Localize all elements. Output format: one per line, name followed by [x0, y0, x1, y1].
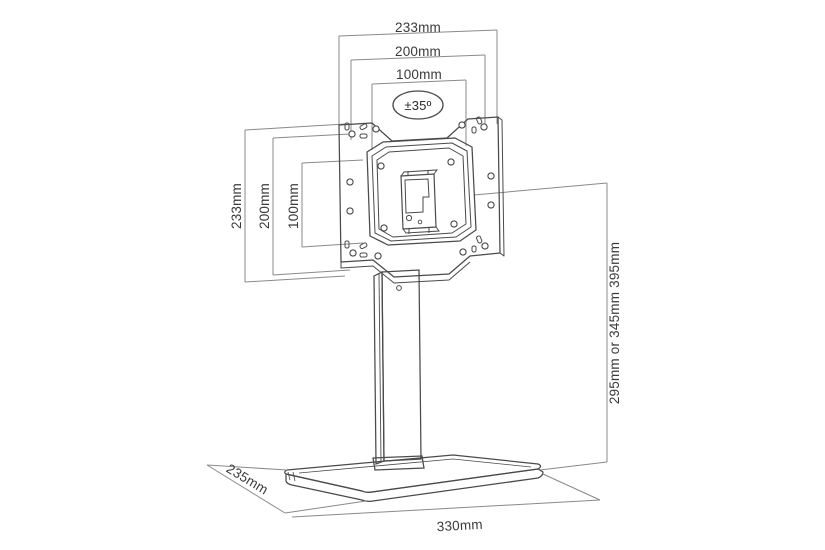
- dimension-label-right-height: 295mm or 345mm 395mm: [607, 242, 622, 404]
- vesa-plate-bottom-edge: [340, 261, 471, 284]
- ext-line-235-upper: [206, 464, 288, 471]
- vesa-hole-bottom-left-notch: [374, 252, 382, 260]
- vesa-corner-slots: [344, 116, 483, 258]
- vesa-inner-frame-mid: [371, 142, 472, 242]
- dimension-label-left-200: 200mm: [257, 183, 272, 229]
- ext-line-left-233-top: [244, 123, 346, 131]
- vesa-inner-frame-inner: [376, 147, 467, 238]
- vesa-hole-top-left-notch: [372, 125, 380, 133]
- tilt-badge-ellipse: [392, 90, 444, 120]
- dimension-label-left-233: 233mm: [229, 183, 244, 229]
- dimension-label-left-100: 100mm: [286, 183, 301, 229]
- vesa-hole-left-mid-lower: [346, 207, 354, 215]
- slot-tl-b: [359, 123, 368, 131]
- vesa-plate-right-edge: [497, 116, 505, 257]
- bottom-dimension-group: [206, 464, 601, 518]
- ext-line-right-top: [473, 182, 608, 196]
- slot-tr-b: [471, 126, 477, 134]
- vesa-hole-bl-100: [380, 224, 388, 232]
- right-dimension-group: [473, 182, 608, 471]
- slot-bl-b: [359, 242, 368, 250]
- ext-line-left-100-bottom: [301, 242, 364, 248]
- vesa-holes-100: [377, 158, 458, 232]
- base-top-bevel: [298, 458, 532, 474]
- vesa-hole-left-mid-upper: [346, 178, 354, 186]
- column-screw-hole: [396, 285, 402, 291]
- tilt-badge: ±35º: [392, 90, 444, 120]
- ext-line-left-200-bottom: [272, 269, 351, 276]
- support-column: [372, 269, 425, 471]
- vesa-hole-right-mid-upper: [487, 172, 495, 180]
- tilt-mechanism: [400, 169, 440, 234]
- base-front-thickness: [285, 468, 544, 502]
- ext-line-right-bottom: [539, 461, 608, 471]
- top-dimension-group: [338, 29, 498, 150]
- base-left-edge-detail: [287, 471, 296, 482]
- tilt-small-hole: [417, 219, 423, 225]
- vesa-hole-br-100: [450, 220, 458, 228]
- vesa-hole-tr-200: [480, 123, 488, 131]
- dimension-label-top-233: 233mm: [395, 20, 441, 35]
- dim-line-235-depth: [206, 464, 286, 514]
- tilt-pivot-hole: [405, 214, 413, 222]
- ext-line-330-right: [542, 473, 601, 501]
- ext-line-left-233-bottom: [244, 275, 346, 283]
- slot-tl-a: [344, 122, 350, 131]
- vesa-hole-top-right-notch: [458, 121, 466, 129]
- vesa-mount-plate: [338, 116, 505, 284]
- ext-line-left-200-top: [272, 133, 351, 139]
- tilt-bracket-bottom-edge: [402, 226, 440, 234]
- dim-line-100-top: [371, 79, 467, 85]
- dimension-label-top-200: 200mm: [395, 44, 441, 59]
- vesa-hole-tl-200: [348, 130, 356, 138]
- vesa-hole-bl-200: [349, 249, 357, 257]
- ext-line-left-100-top: [301, 159, 364, 164]
- dim-line-233-top: [338, 29, 498, 37]
- slot-br-b: [471, 245, 477, 253]
- vesa-hole-br-200: [481, 242, 489, 250]
- vesa-hole-tl-100: [377, 162, 385, 170]
- column-edge-highlight: [378, 273, 382, 463]
- dimension-label-width-330: 330mm: [436, 517, 483, 534]
- vesa-hole-tr-100: [447, 158, 455, 166]
- tilt-bracket-top-edge: [400, 169, 439, 177]
- slot-br-a: [476, 235, 483, 244]
- slot-tl-c: [359, 133, 368, 139]
- vesa-hole-right-mid-lower: [487, 201, 495, 209]
- tilt-bracket-cutout: [404, 178, 430, 214]
- dim-line-200-top: [350, 54, 486, 61]
- vesa-hole-bottom-right-notch: [459, 248, 467, 256]
- column-front-face: [381, 269, 422, 462]
- vesa-inner-frame-outer: [366, 137, 477, 246]
- dim-line-330-width: [291, 499, 601, 518]
- tilt-badge-label: ±35º: [404, 98, 431, 113]
- ext-line-235-lower: [284, 500, 367, 514]
- slot-bl-c: [359, 252, 368, 258]
- slot-tr-a: [476, 116, 483, 125]
- dimension-label-top-100: 100mm: [396, 67, 442, 82]
- slot-bl-a: [344, 240, 350, 249]
- base-plate: [284, 454, 544, 502]
- left-dimension-group: [244, 123, 364, 283]
